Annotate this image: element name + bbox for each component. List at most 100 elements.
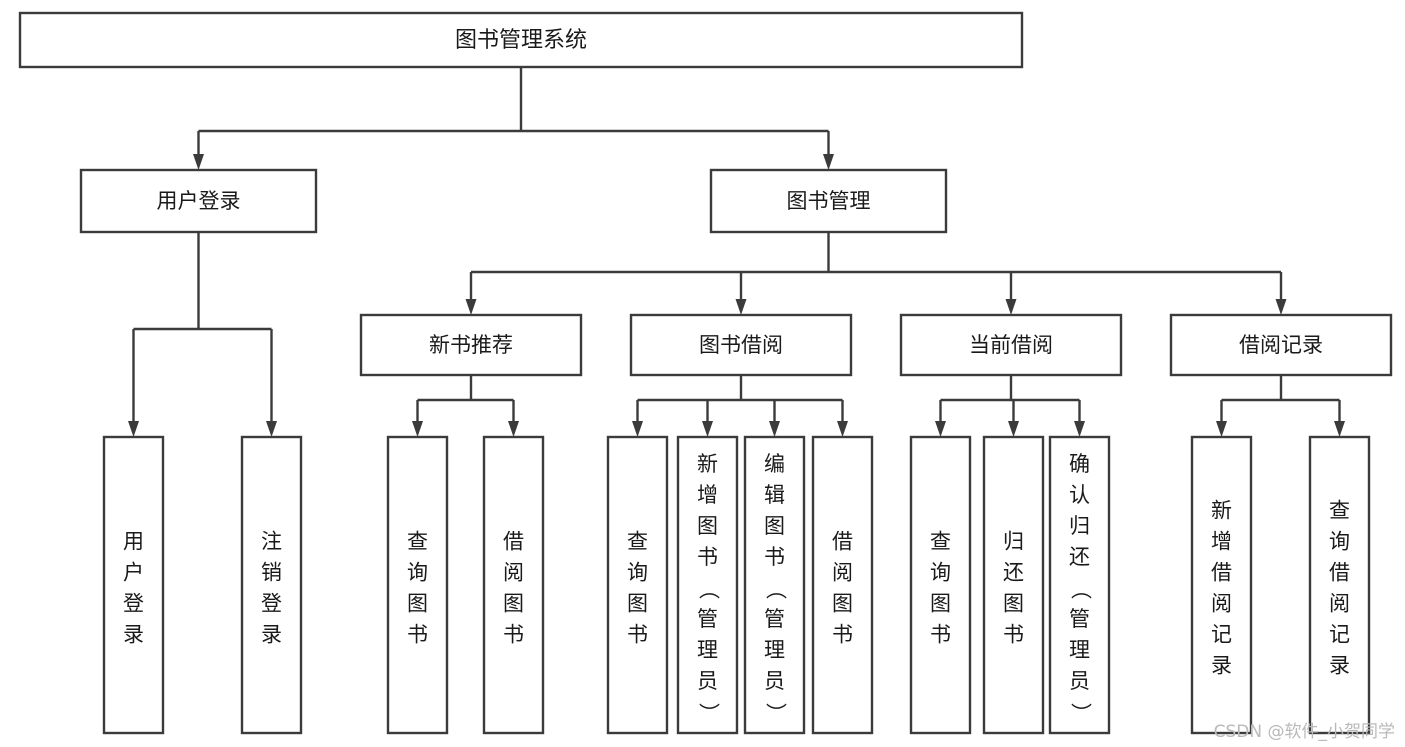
node-label-char: ） [1069, 703, 1093, 724]
node-label-char: （ [1069, 579, 1093, 600]
node-box[interactable] [482, 435, 545, 735]
node-label-char: 阅 [1329, 592, 1350, 616]
node-box[interactable] [811, 435, 874, 735]
arrow-head-icon [1334, 421, 1345, 437]
node-box[interactable] [899, 313, 1123, 377]
node-label-char: 图 [764, 514, 785, 538]
node-label-char: 新 [697, 452, 718, 476]
node-label: 图书管理系统 [455, 28, 587, 53]
arrow-head-icon [632, 421, 643, 437]
node-box[interactable] [240, 435, 303, 735]
node-label-char: 员 [764, 669, 785, 693]
node-label-char: 还 [1003, 561, 1024, 585]
node-user-login[interactable]: 用户登录 [79, 168, 318, 234]
node-book-borrow[interactable]: 图书借阅 [629, 313, 853, 377]
connector-layer [128, 67, 1345, 437]
node-label-char: 登 [261, 592, 282, 616]
node-label-char: 录 [261, 623, 282, 647]
node-root[interactable]: 图书管理系统 [18, 11, 1024, 69]
node-label-char: 查 [930, 530, 951, 554]
node-label-char: 图 [627, 592, 648, 616]
node-label-char: 记 [1211, 623, 1232, 647]
node-box[interactable] [629, 313, 853, 377]
node-label: 借阅记录 [1239, 333, 1323, 357]
node-box[interactable] [359, 313, 583, 377]
arrow-head-icon [412, 421, 423, 437]
node-box[interactable] [386, 435, 449, 735]
arrow-head-icon [823, 154, 834, 170]
node-layer: 图书管理系统用户登录图书管理新书推荐图书借阅当前借阅借阅记录用户登录注销登录查询… [18, 11, 1393, 735]
arrow-head-icon [1008, 421, 1019, 437]
node-label-char: 查 [407, 530, 428, 554]
node-label-char: 图 [1003, 592, 1024, 616]
node-label-char: 确 [1069, 452, 1090, 476]
node-label-char: 阅 [503, 561, 524, 585]
node-label-char: 录 [123, 623, 144, 647]
node-label-char: 录 [1211, 654, 1232, 678]
node-new-book-rec[interactable]: 新书推荐 [359, 313, 583, 377]
node-label-char: ） [697, 703, 721, 724]
node-label-char: 书 [627, 623, 648, 647]
connector-group [1216, 375, 1345, 437]
node-label-char: 录 [1329, 654, 1350, 678]
node-label-char: 查 [1329, 499, 1350, 523]
node-label-char: 借 [832, 530, 853, 554]
arrow-head-icon [935, 421, 946, 437]
node-box[interactable] [982, 435, 1045, 735]
node-borrow-record[interactable]: 借阅记录 [1169, 313, 1393, 377]
node-label-char: 书 [930, 623, 951, 647]
node-label-char: 记 [1329, 623, 1350, 647]
node-box[interactable] [909, 435, 972, 735]
node-label-char: 增 [697, 483, 718, 507]
node-label-char: 图 [503, 592, 524, 616]
node-label-char: 借 [1211, 561, 1232, 585]
node-leaf-user-login[interactable]: 用户登录 [102, 435, 165, 735]
node-box[interactable] [743, 435, 806, 735]
connector-group [412, 375, 519, 437]
node-label-char: 登 [123, 592, 144, 616]
node-box[interactable] [18, 11, 1024, 69]
node-label-char: 查 [627, 530, 648, 554]
node-label-char: 户 [123, 561, 144, 585]
node-box[interactable] [1308, 435, 1371, 735]
node-label-char: （ [697, 579, 721, 600]
node-label: 图书借阅 [699, 333, 783, 357]
node-label-char: 书 [503, 623, 524, 647]
node-box[interactable] [1048, 435, 1111, 735]
arrow-head-icon [735, 299, 747, 315]
node-current-borrow[interactable]: 当前借阅 [899, 313, 1123, 377]
node-box[interactable] [606, 435, 669, 735]
node-box[interactable] [709, 168, 948, 234]
node-box[interactable] [1190, 435, 1253, 735]
node-box[interactable] [676, 435, 739, 735]
node-label-char: 还 [1069, 545, 1090, 569]
node-book-manage[interactable]: 图书管理 [709, 168, 948, 234]
node-box[interactable] [102, 435, 165, 735]
node-box[interactable] [79, 168, 318, 234]
node-box[interactable] [1169, 313, 1393, 377]
arrow-head-icon [128, 421, 139, 437]
node-label-char: 图 [930, 592, 951, 616]
arrow-head-icon [769, 421, 780, 437]
